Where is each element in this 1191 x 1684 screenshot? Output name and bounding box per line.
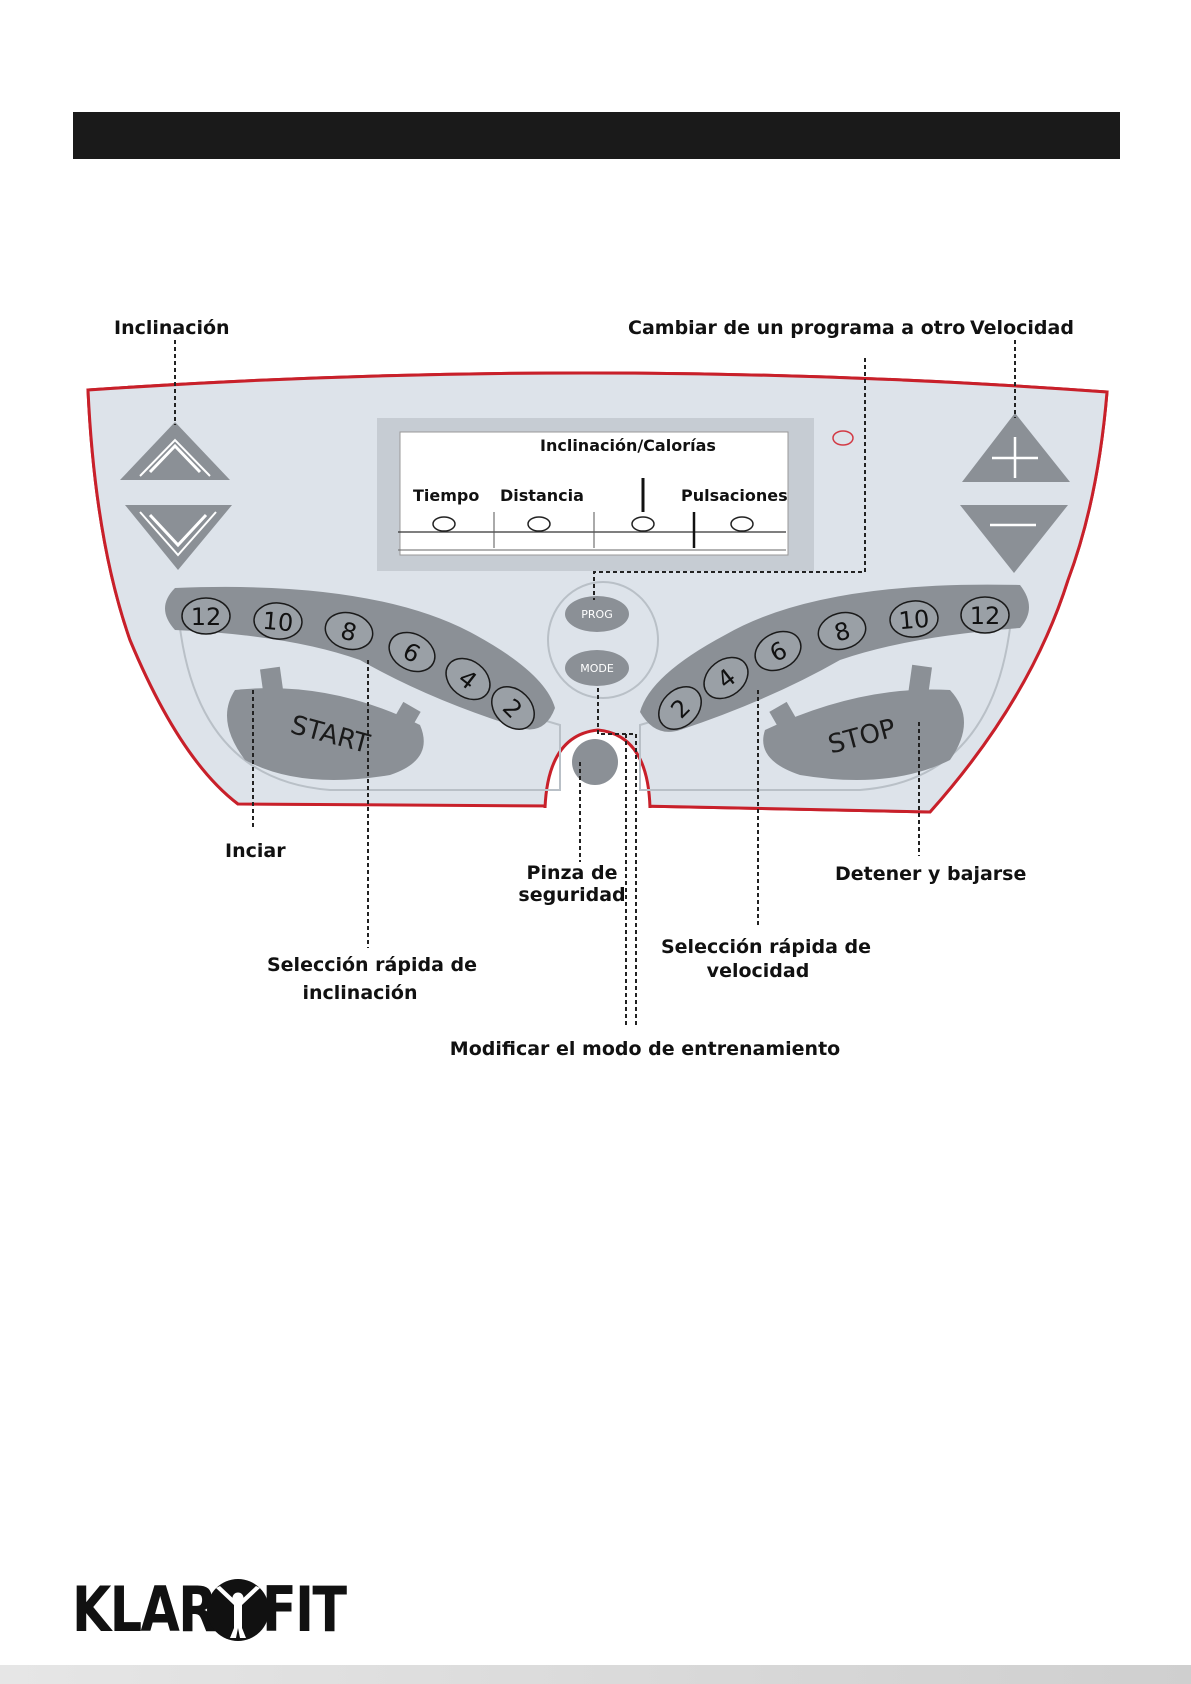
incline-preset-label: 12 bbox=[191, 603, 222, 631]
display-label-time: Tiempo bbox=[413, 486, 480, 505]
callout-quick-speed-line2: velocidad bbox=[706, 960, 810, 982]
callout-quick-incline-line2: inclinación bbox=[302, 982, 418, 1004]
stop-button bbox=[763, 689, 964, 780]
logo-text-right: FIT bbox=[262, 1573, 347, 1646]
prog-button bbox=[565, 596, 629, 632]
callout-safety-line2: seguridad bbox=[518, 884, 626, 906]
time-indicator bbox=[432, 516, 456, 532]
display-screen bbox=[399, 431, 789, 556]
incline-preset-6[interactable]: 6 bbox=[382, 625, 441, 679]
callout-incline: Inclinación bbox=[114, 317, 230, 339]
speed-preset-8[interactable]: 8 bbox=[814, 607, 870, 654]
callout-start: Inciar bbox=[225, 840, 286, 862]
logo-text-right-wrap: FIT bbox=[262, 1578, 364, 1642]
display-label-pulse: Pulsaciones bbox=[681, 486, 788, 505]
display-label-incline-calories: Inclinación/Calorías bbox=[540, 436, 716, 455]
speed-preset-10[interactable]: 10 bbox=[889, 599, 940, 639]
incline-preset-label: 10 bbox=[261, 607, 294, 638]
program-led bbox=[832, 430, 854, 446]
prog-button-label: PROG bbox=[581, 608, 612, 621]
logo-figure-icon bbox=[207, 1579, 269, 1641]
logo-text-left: KLAR bbox=[72, 1573, 217, 1646]
speed-down-button bbox=[960, 505, 1068, 573]
mode-leader bbox=[597, 688, 637, 1026]
distance-indicator bbox=[527, 516, 551, 532]
program-leader bbox=[593, 358, 866, 600]
mode-button bbox=[565, 650, 629, 686]
speed-preset-label: 8 bbox=[831, 616, 853, 647]
speed-preset-4[interactable]: 4 bbox=[696, 649, 756, 707]
callout-quick-speed-line1: Selección rápida de bbox=[660, 936, 872, 958]
speed-preset-label: 12 bbox=[970, 602, 1001, 630]
mode-button-label: MODE bbox=[580, 662, 614, 675]
klarfit-logo: KLAR bbox=[72, 1578, 247, 1642]
incline-calories-indicator bbox=[631, 516, 655, 532]
start-button bbox=[227, 688, 424, 780]
callout-mode: Modificar el modo de entrenamiento bbox=[449, 1038, 841, 1060]
speed-preset-label: 10 bbox=[898, 605, 931, 636]
incline-preset-8[interactable]: 8 bbox=[321, 607, 377, 654]
incline-preset-label: 8 bbox=[338, 616, 360, 647]
speed-preset-2[interactable]: 2 bbox=[650, 678, 709, 737]
incline-preset-10[interactable]: 10 bbox=[253, 601, 304, 641]
incline-up-button bbox=[120, 422, 230, 480]
callout-program: Cambiar de un programa a otro bbox=[628, 317, 966, 339]
callout-quick-incline-line1: Selección rápida de bbox=[266, 954, 478, 976]
incline-preset-2[interactable]: 2 bbox=[483, 678, 542, 737]
incline-preset-4[interactable]: 4 bbox=[438, 650, 498, 708]
header-bar bbox=[73, 112, 1120, 159]
incline-down-button bbox=[125, 505, 232, 570]
callout-safety-line1: Pinza de bbox=[526, 862, 618, 884]
speed-preset-12[interactable]: 12 bbox=[960, 596, 1010, 634]
callout-stop: Detener y bajarse bbox=[835, 863, 1027, 885]
callout-speed: Velocidad bbox=[970, 317, 1074, 339]
footer-bar bbox=[0, 1665, 1191, 1684]
display-label-distance: Distancia bbox=[500, 486, 584, 505]
incline-preset-12[interactable]: 12 bbox=[181, 597, 231, 635]
speed-preset-6[interactable]: 6 bbox=[748, 624, 807, 678]
safety-clip bbox=[572, 739, 618, 785]
pulse-indicator bbox=[730, 516, 754, 532]
